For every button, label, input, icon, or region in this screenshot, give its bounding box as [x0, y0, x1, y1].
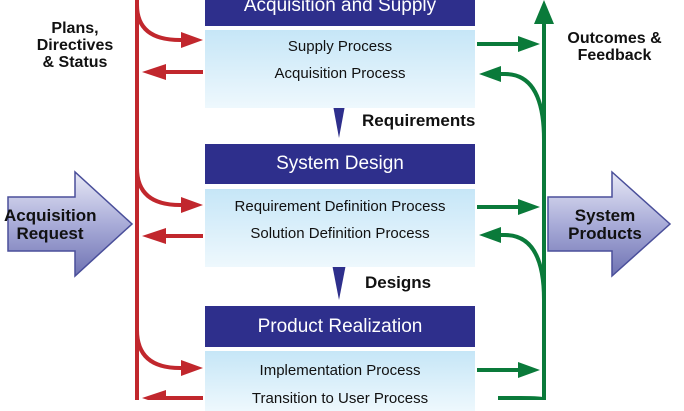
system-products-arrow	[547, 170, 672, 278]
plans-directives-label: Plans, Directives & Status	[20, 20, 130, 71]
flow-arrow-icon	[332, 264, 346, 300]
group-header-system-design: System Design	[205, 144, 475, 184]
plans-label-line: & Status	[42, 54, 108, 71]
flow-label-designs: Designs	[365, 273, 432, 292]
diagram: Acquisition and Supply Supply Process Ac…	[4, 0, 677, 411]
plans-label-line: Directives	[36, 37, 114, 54]
arrow-label-line: System	[574, 206, 636, 225]
process-box	[205, 30, 475, 108]
process-item: Supply Process	[287, 38, 393, 55]
process-item: Acquisition Process	[274, 65, 406, 82]
flow-arrow-icon	[332, 100, 346, 138]
process-item: Transition to User Process	[251, 390, 429, 407]
outcomes-label-line: Feedback	[577, 47, 652, 64]
plans-label-line: Plans,	[51, 20, 99, 37]
acquisition-request-arrow	[7, 170, 134, 278]
outcomes-feedback-line	[477, 22, 546, 400]
outcomes-label-line: Outcomes &	[567, 30, 662, 47]
outcomes-feedback-label: Outcomes & Feedback	[552, 30, 677, 64]
system-products-label: System Products	[556, 207, 654, 243]
feedback-arrowheads	[479, 0, 554, 378]
group-header-product-realization: Product Realization	[205, 306, 475, 347]
arrow-label-line: Acquisition	[4, 206, 97, 225]
group-header-acquisition-supply: Acquisition and Supply	[205, 0, 475, 26]
flow-label-requirements: Requirements	[362, 111, 476, 130]
process-box	[205, 189, 475, 267]
plans-directives-line	[135, 0, 203, 400]
process-item: Solution Definition Process	[250, 225, 430, 242]
arrow-label-line: Products	[568, 224, 642, 243]
arrow-label-line: Request	[16, 224, 84, 243]
acquisition-request-label: Acquisition Request	[4, 206, 97, 243]
process-item: Requirement Definition Process	[234, 198, 446, 215]
plans-arrowheads	[142, 32, 203, 400]
process-item: Implementation Process	[259, 362, 421, 379]
